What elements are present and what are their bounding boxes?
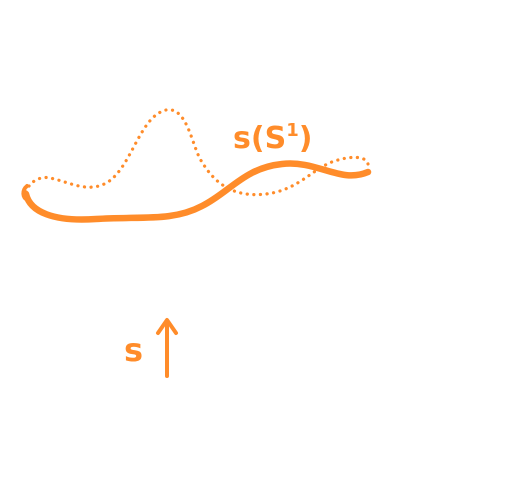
map-label: s <box>124 331 143 369</box>
section-label-base: s(S <box>233 121 286 156</box>
curve-end-nub <box>21 184 30 202</box>
dotted-circle-curve <box>24 108 370 197</box>
solid-section-curve <box>22 160 372 223</box>
section-label-superscript: 1 <box>286 120 299 141</box>
section-label-close: ) <box>299 121 313 156</box>
section-label: s(S1) <box>233 120 312 156</box>
map-arrow-head <box>156 318 178 335</box>
